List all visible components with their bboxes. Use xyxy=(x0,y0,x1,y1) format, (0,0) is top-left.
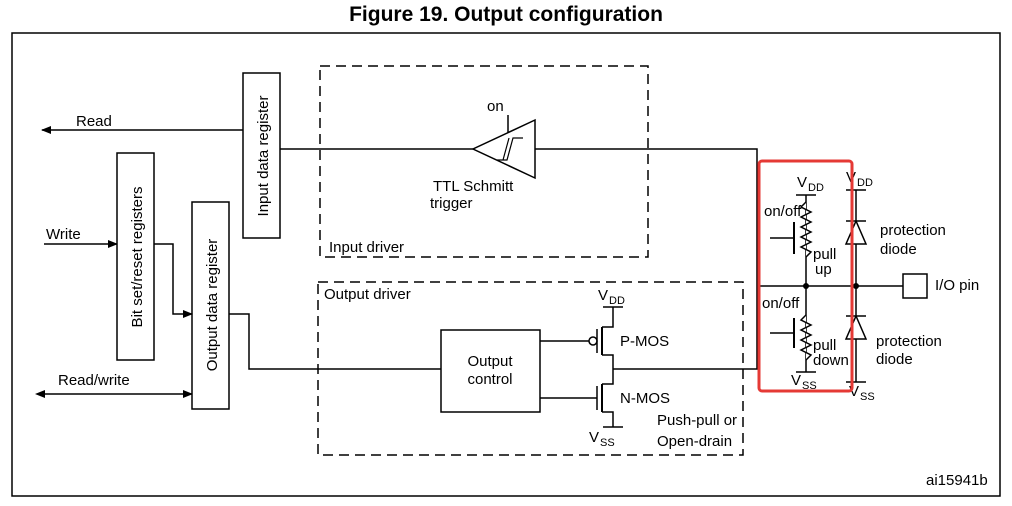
diode-top-vdd-sub: DD xyxy=(857,177,873,189)
pull-down-label-2: down xyxy=(813,352,849,369)
pull-down-vss-sub: SS xyxy=(802,380,817,392)
bit-set-reset-registers-label: Bit set/reset registers xyxy=(129,187,146,328)
protection-diode-bottom-icon xyxy=(844,286,868,383)
pull-up-onoff-label: on/off xyxy=(764,203,802,220)
nmos-label: N-MOS xyxy=(620,390,670,407)
nmos-transistor-icon xyxy=(540,369,623,428)
pull-down-vss-v: V xyxy=(791,372,801,389)
bsrr-to-odr-wire xyxy=(154,243,193,318)
pull-up-vdd-v: V xyxy=(797,174,807,191)
nmos-vss-sub: SS xyxy=(600,437,615,449)
pull-up-label-1: pull xyxy=(813,246,836,263)
output-data-register-box xyxy=(191,201,230,410)
output-data-register-label: Output data register xyxy=(204,239,221,372)
push-pull-label-2: Open-drain xyxy=(657,433,732,450)
figure-frame xyxy=(11,32,1001,497)
odr-to-output-control-wire xyxy=(229,313,441,370)
highlight-rectangle xyxy=(757,159,854,393)
output-control-box xyxy=(440,329,541,413)
pmos-vdd-sub: DD xyxy=(609,295,625,307)
pull-up-vdd-sub: DD xyxy=(808,182,824,194)
pmos-label: P-MOS xyxy=(620,333,669,350)
protection-diode-bottom-label-2: diode xyxy=(876,351,913,368)
read-write-label: Read/write xyxy=(58,372,130,389)
read-label: Read xyxy=(76,113,112,130)
io-pin-label: I/O pin xyxy=(935,277,979,294)
pull-down-onoff-label: on/off xyxy=(762,295,800,312)
input-driver-label: Input driver xyxy=(329,239,404,256)
output-control-label-1: Output xyxy=(467,353,513,370)
input-driver-box xyxy=(319,65,649,258)
pull-down-label-1: pull xyxy=(813,337,836,354)
pmos-transistor-icon xyxy=(540,306,623,369)
input-data-register-box xyxy=(242,72,281,239)
pmos-vdd-v: V xyxy=(598,287,608,304)
output-driver-label: Output driver xyxy=(324,286,411,303)
output-control-label-2: control xyxy=(467,371,512,388)
protection-diode-top-label-2: diode xyxy=(880,241,917,258)
pull-up-label-2: up xyxy=(815,261,832,278)
pull-down-resistor-icon xyxy=(770,286,816,373)
protection-diode-bottom-label-1: protection xyxy=(876,333,942,350)
push-pull-label-1: Push-pull or xyxy=(657,412,737,429)
diode-bottom-vss-sub: SS xyxy=(860,391,875,403)
write-label: Write xyxy=(46,226,81,243)
input-data-register-label: Input data register xyxy=(255,96,272,217)
pull-up-resistor-icon xyxy=(770,194,816,286)
input-signal-wire-right xyxy=(535,148,758,286)
figure-title: Figure 19. Output configuration xyxy=(349,3,663,26)
schmitt-label-2: trigger xyxy=(430,195,473,212)
protection-diode-top-label-1: protection xyxy=(880,222,946,239)
figure-id-label: ai15941b xyxy=(926,472,988,489)
schmitt-on-label: on xyxy=(487,98,504,115)
protection-diode-top-icon xyxy=(844,189,868,286)
diode-bottom-vss-v: V xyxy=(849,383,859,400)
hysteresis-icon xyxy=(497,137,523,161)
bit-set-reset-registers-box xyxy=(116,152,155,361)
output-stage-wire xyxy=(613,286,758,370)
schmitt-label-1: TTL Schmitt xyxy=(433,178,514,195)
nmos-vss-v: V xyxy=(589,429,599,446)
io-pin-box xyxy=(902,273,928,299)
schmitt-trigger-icon xyxy=(471,118,536,180)
